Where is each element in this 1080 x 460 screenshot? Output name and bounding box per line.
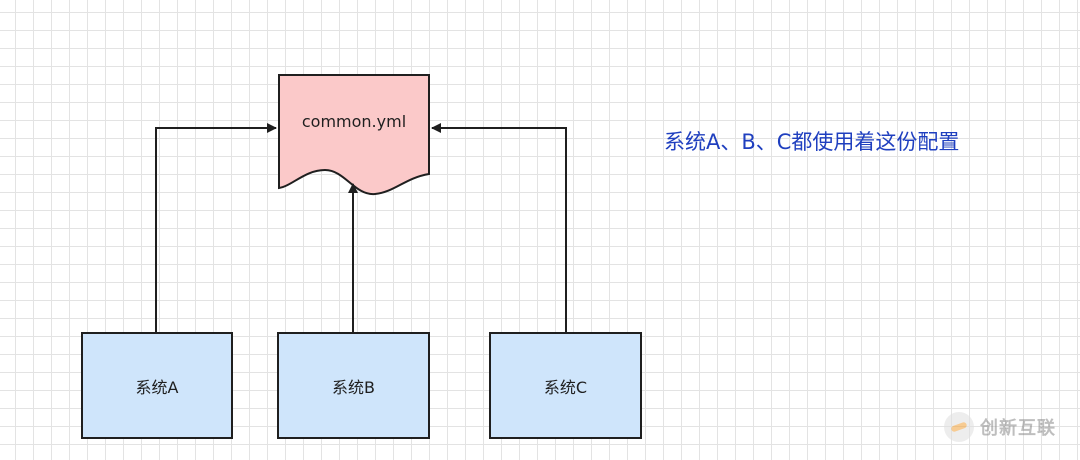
watermark-text: 创新互联	[980, 418, 1056, 439]
connector-a-to-document	[155, 123, 277, 332]
diagram-note: 系统A、B、C都使用着这份配置	[664, 130, 960, 154]
document-shape[interactable]	[278, 74, 430, 196]
system-b-label: 系统B	[332, 377, 375, 397]
document-label: common.yml	[301, 112, 407, 131]
system-c-node[interactable]: 系统C	[489, 332, 642, 439]
system-c-label: 系统C	[543, 377, 588, 397]
system-a-label: 系统A	[135, 377, 179, 397]
system-a-node[interactable]: 系统A	[81, 332, 233, 439]
watermark: 创新互联	[944, 412, 1056, 442]
system-b-node[interactable]: 系统B	[277, 332, 430, 439]
watermark-logo-icon	[944, 412, 974, 442]
connector-c-to-document	[431, 123, 567, 332]
